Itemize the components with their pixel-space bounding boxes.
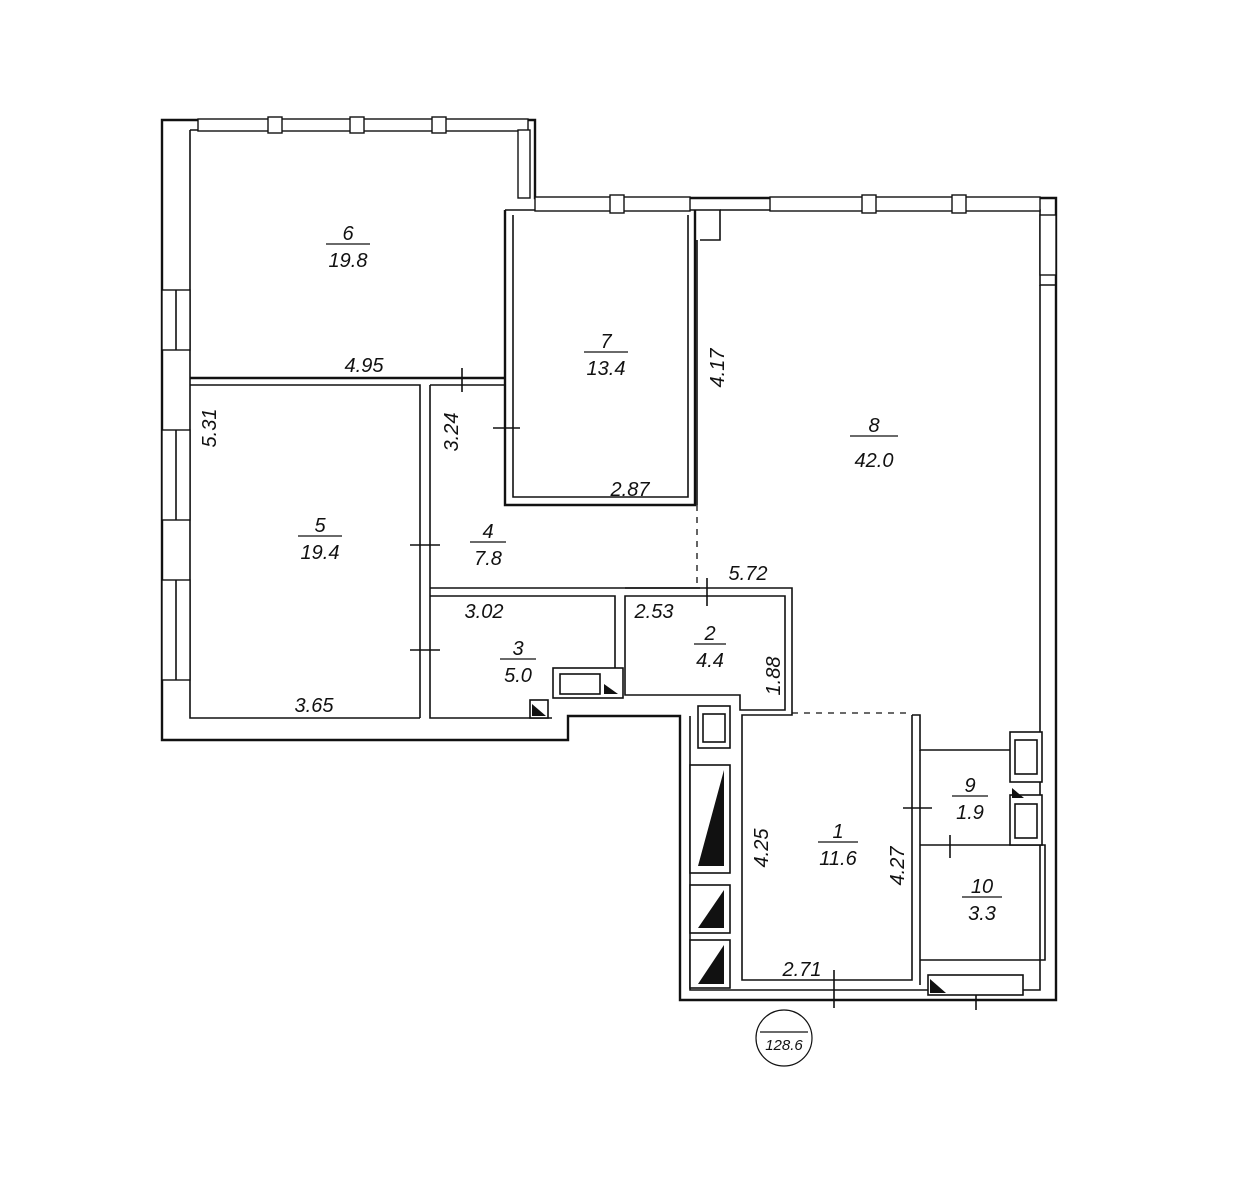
room-6-number: 6 — [342, 223, 354, 245]
room-10-area: 3.3 — [968, 903, 996, 925]
room-4-area: 7.8 — [474, 548, 502, 570]
room-2-area: 4.4 — [696, 650, 724, 672]
dim-room-1-height-right: 4.27 — [887, 846, 909, 886]
dimension-labels: 4.95 5.31 3.65 3.24 2.87 4.17 5.72 3.02 … — [199, 348, 909, 981]
interior-walls — [190, 210, 1046, 985]
dim-room-2-width: 2.53 — [634, 601, 674, 623]
dim-room-6-width: 4.95 — [345, 355, 385, 377]
dim-room-8-width: 5.72 — [729, 563, 768, 585]
room-8-label: 8 42.0 — [850, 415, 898, 472]
room-5-label: 5 19.4 — [298, 515, 342, 564]
room-5-number: 5 — [314, 515, 326, 537]
room-9-label: 9 1.9 — [952, 775, 988, 824]
room-8-number: 8 — [868, 415, 879, 437]
room-7-number: 7 — [600, 331, 612, 353]
room-3-number: 3 — [512, 638, 523, 660]
dim-room-7-height: 4.17 — [707, 348, 729, 388]
room-5-area: 19.4 — [301, 542, 340, 564]
room-1-area: 11.6 — [819, 848, 857, 870]
dim-room-1-height-left: 4.25 — [751, 828, 773, 868]
total-area: 128.6 — [765, 1037, 803, 1054]
room-9-number: 9 — [964, 775, 975, 797]
room-6-area: 19.8 — [329, 250, 368, 272]
windows — [161, 116, 1057, 681]
room-4-number: 4 — [482, 521, 493, 543]
room-3-label: 3 5.0 — [500, 638, 536, 687]
room-4-label: 4 7.8 — [470, 521, 506, 570]
room-labels: 1 11.6 2 4.4 3 5.0 4 7.8 5 19.4 6 19.8 — [298, 223, 1002, 925]
room-6-label: 6 19.8 — [326, 223, 370, 272]
room-1-number: 1 — [832, 821, 843, 843]
dim-room-7-width: 2.87 — [610, 479, 651, 501]
room-9-area: 1.9 — [956, 802, 984, 824]
room-2-number: 2 — [703, 623, 715, 645]
dim-room-5-height: 5.31 — [199, 409, 221, 448]
room-2-label: 2 4.4 — [694, 623, 726, 672]
room-10-number: 10 — [971, 876, 993, 898]
room-8-area: 42.0 — [855, 450, 894, 472]
room-10-label: 10 3.3 — [962, 876, 1002, 925]
total-area-badge: 128.6 — [755, 1009, 813, 1067]
exterior-walls — [160, 118, 1058, 1002]
room-7-label: 7 13.4 — [584, 331, 628, 380]
dim-room-2-height: 1.88 — [763, 657, 785, 696]
room-3-area: 5.0 — [504, 665, 532, 687]
room-7-area: 13.4 — [587, 358, 626, 380]
dim-room-4-height: 3.24 — [441, 413, 463, 452]
dim-room-5-width: 3.65 — [295, 695, 335, 717]
dim-room-3-width: 3.02 — [465, 601, 504, 623]
dim-room-1-width: 2.71 — [782, 959, 822, 981]
room-1-label: 1 11.6 — [818, 821, 858, 870]
fixtures — [529, 667, 1043, 996]
